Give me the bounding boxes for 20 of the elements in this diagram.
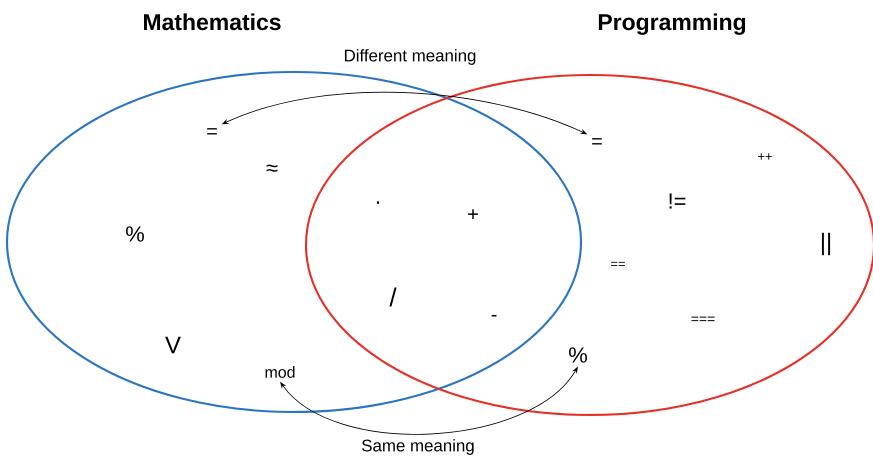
operator-symbol: V: [165, 336, 181, 354]
edge-label: Different meaning: [342, 48, 478, 66]
operator-symbol: ≈: [266, 164, 278, 172]
operator-symbol: mod: [266, 366, 294, 378]
operator-symbol: !=: [670, 193, 686, 209]
operator-symbol: -: [492, 314, 496, 316]
operator-symbol: %: [569, 347, 587, 363]
operator-symbol: +: [468, 209, 478, 219]
operator-symbol: ||: [822, 232, 830, 256]
operator-symbol: ·: [376, 201, 380, 204]
edge-label: Same meaning: [360, 438, 476, 456]
set-heading: Programming: [598, 13, 746, 35]
operator-symbol: =: [592, 138, 602, 145]
set-heading: Mathematics: [144, 13, 281, 30]
operator-symbol: =: [207, 128, 217, 135]
operator-symbol: ++: [758, 153, 772, 160]
operator-symbol: /: [389, 287, 397, 306]
operator-symbol: ===: [691, 316, 715, 322]
operator-symbol: %: [126, 226, 144, 242]
operator-symbol: ==: [611, 262, 625, 266]
